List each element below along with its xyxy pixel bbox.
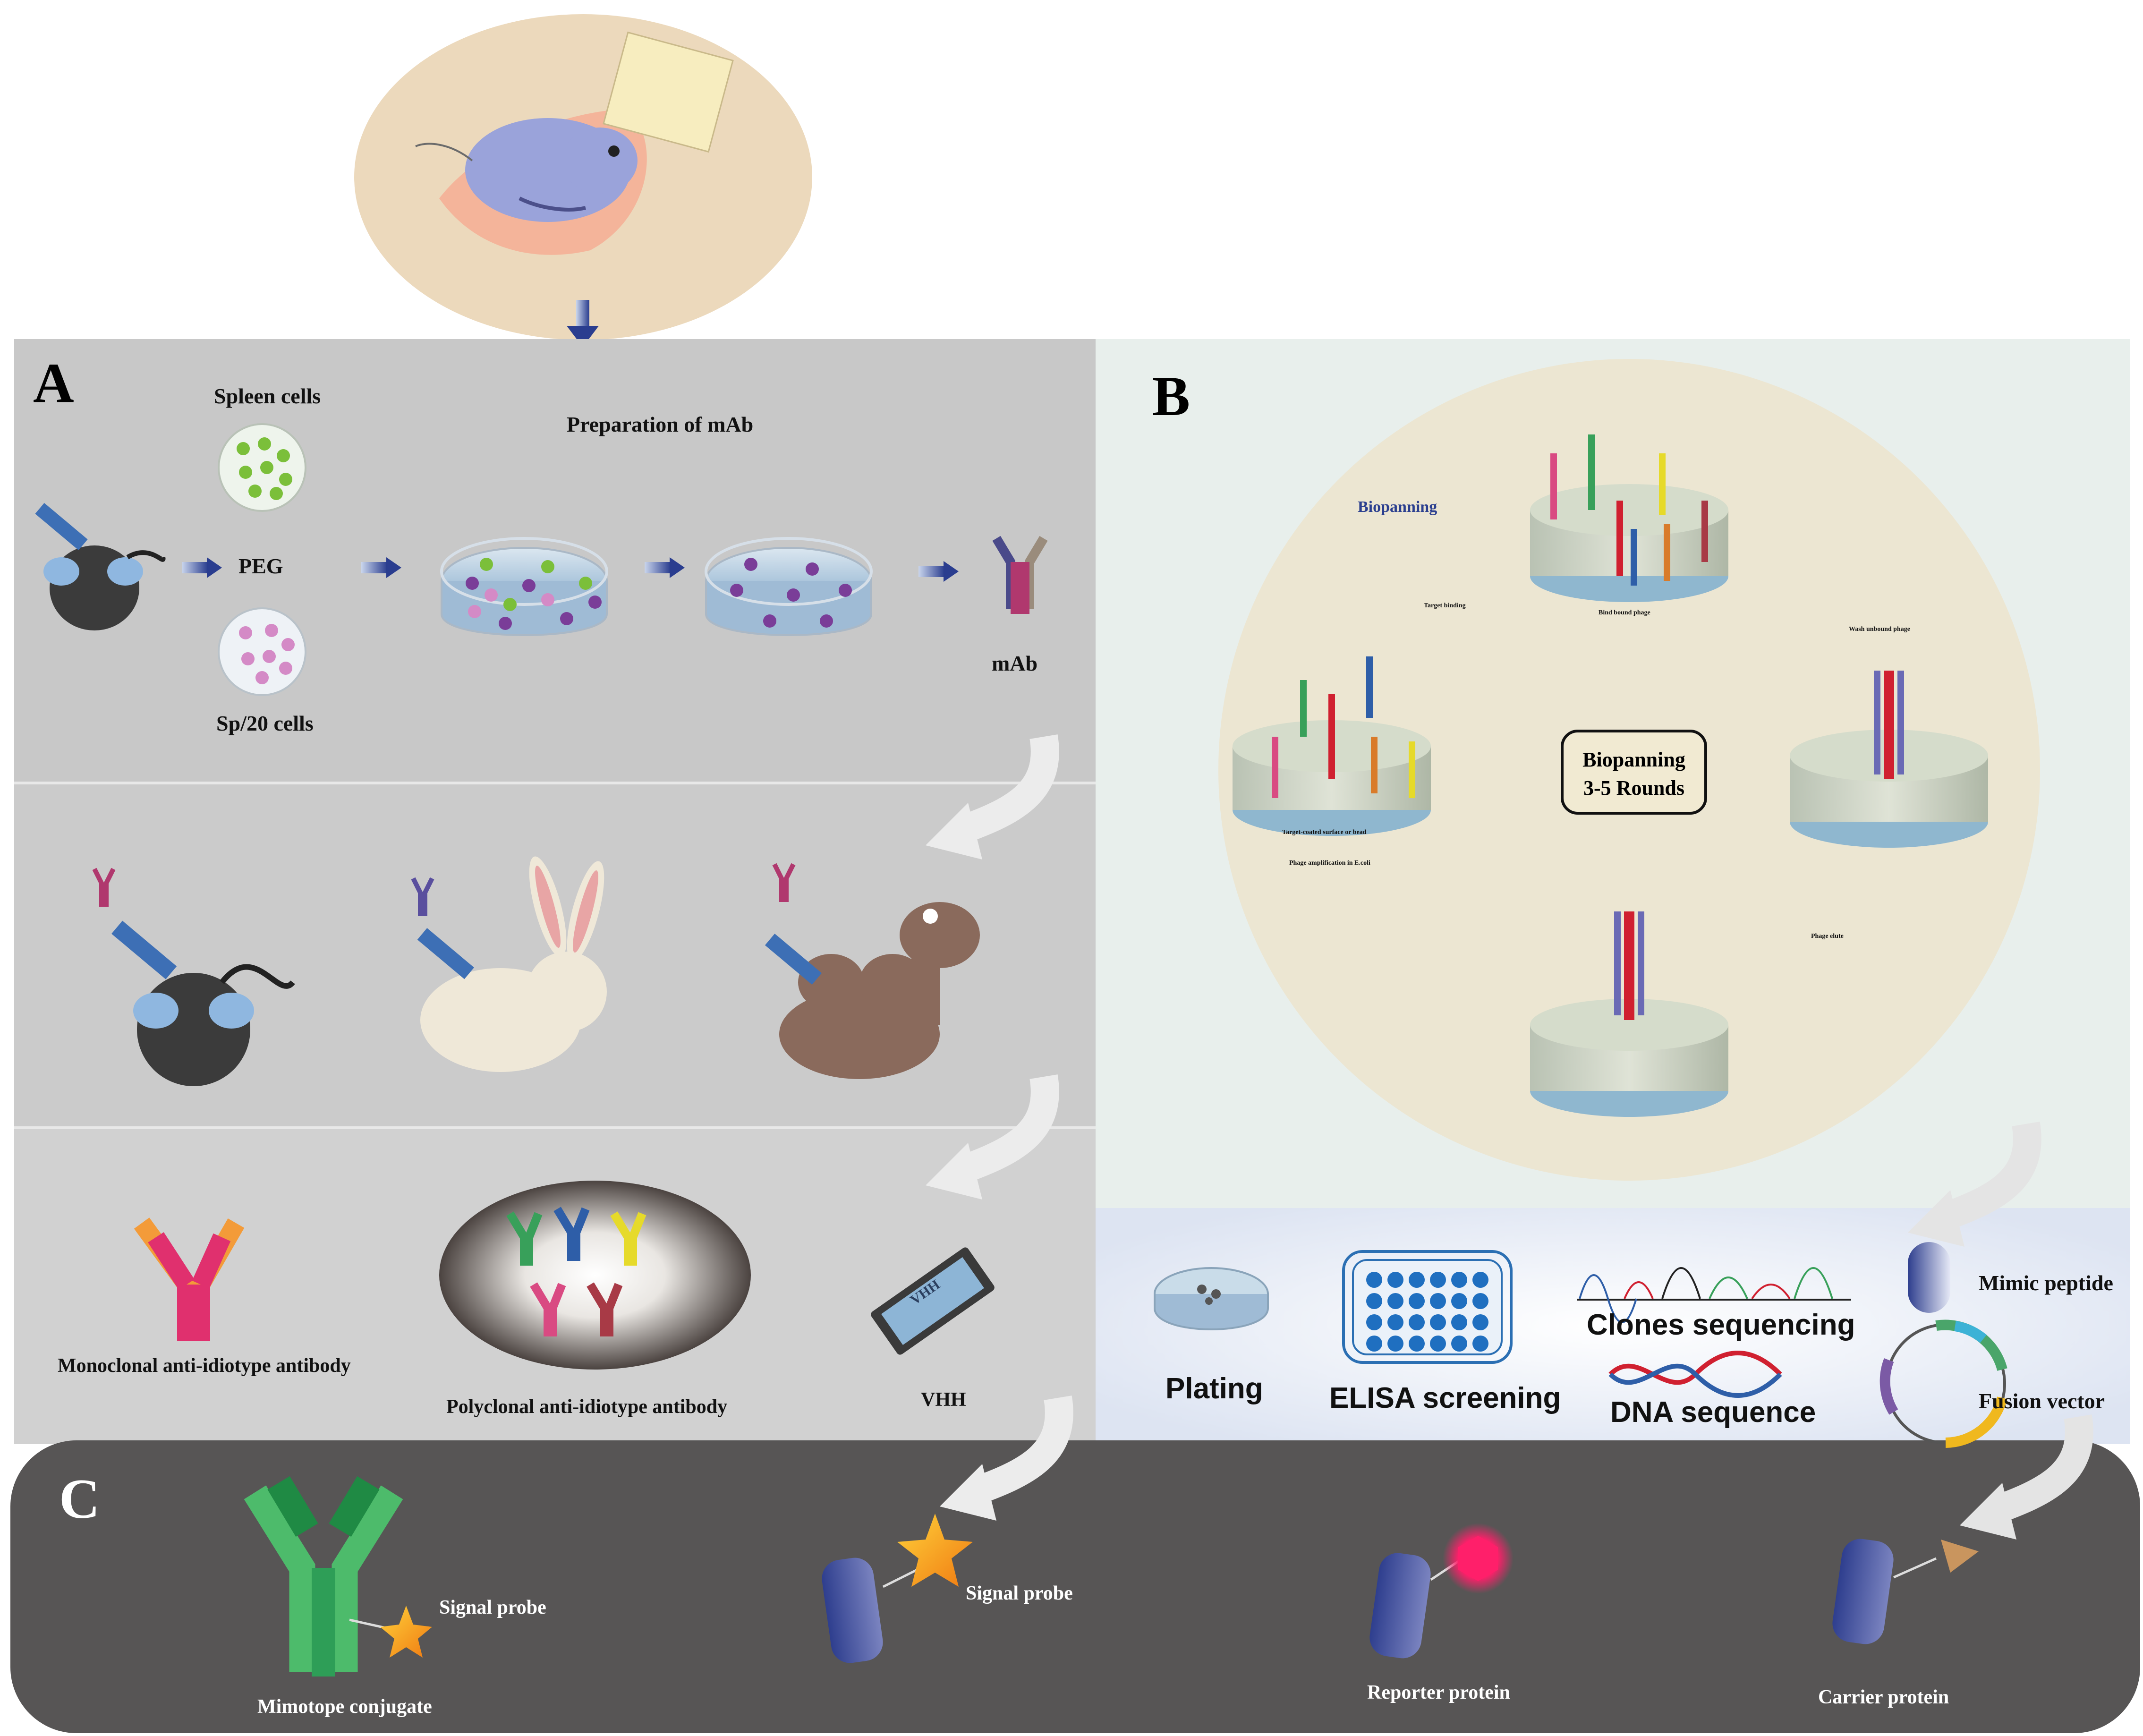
vhh-label: VHH: [921, 1389, 966, 1411]
peptide-pill-1: [822, 1557, 922, 1663]
reporter-label: Reporter protein: [1367, 1682, 1510, 1703]
fusion-vector-label: Fusion vector: [1979, 1389, 2105, 1413]
sequencing-chromatogram-icon: [1577, 1267, 1851, 1323]
panel-c-letter: C: [59, 1467, 100, 1530]
rounds-line-1: Biopanning: [1582, 748, 1685, 771]
mouse-with-syringe-2: [111, 920, 295, 1086]
elisa-label: ELISA screening: [1329, 1382, 1561, 1414]
blue-arrow-4: [918, 561, 959, 582]
plating-label: Plating: [1165, 1372, 1263, 1405]
clones-label: Clones sequencing: [1587, 1309, 1855, 1341]
bind-bound-label: Bind bound phage: [1599, 609, 1650, 616]
signal-probe-star-2: [897, 1514, 973, 1587]
phage-elute-label: Phage elute: [1811, 933, 1844, 940]
mimic-peptide-pill: [1908, 1242, 1950, 1313]
blue-arrow-2: [361, 557, 401, 578]
plating-dish-icon: [1154, 1267, 1269, 1330]
panel-b-letter: B: [1152, 365, 1191, 427]
target-coated-label: Target-coated surface or bead: [1282, 829, 1367, 836]
top-immunization-illustration: [354, 14, 812, 340]
phage-amplification-label: Phage amplification in E.coli: [1289, 859, 1370, 867]
elisa-plate-icon: [1342, 1250, 1513, 1364]
peptide-pill-3: [1832, 1539, 1937, 1644]
phage-cylinder-bottom: [1530, 911, 1728, 1117]
small-antibody-2: [411, 877, 434, 916]
fusion-vector-plasmid: [1879, 1319, 2007, 1448]
wash-unbound-label: Wash unbound phage: [1849, 626, 1910, 633]
small-antibody-3: [772, 863, 796, 902]
sp20-cells-label: Sp/20 cells: [216, 711, 314, 735]
carrier-label: Carrier protein: [1818, 1686, 1949, 1708]
mimic-peptide-label: Mimic peptide: [1979, 1271, 2113, 1295]
monoclonal-antibody-icon: [134, 1217, 245, 1341]
top-down-arrow: [567, 300, 599, 347]
grey-curved-arrow-2: [926, 1074, 1059, 1200]
rabbit-illustration: [417, 856, 607, 1072]
panel-c-background: [10, 1440, 2140, 1733]
dna-label: DNA sequence: [1610, 1396, 1816, 1429]
peg-label: PEG: [238, 554, 283, 578]
grey-curved-arrow-3: [940, 1396, 1073, 1521]
grey-curved-arrow-5: [1960, 1414, 2093, 1540]
mouse-with-syringe-1: [35, 502, 166, 630]
dna-helix-icon: [1608, 1351, 1782, 1398]
polyclonal-antibody-oval: [439, 1181, 751, 1370]
carrier-protein-triangle: [1941, 1540, 1979, 1573]
mab-antibody-icon: [992, 536, 1048, 614]
grey-curved-arrow-1: [926, 734, 1059, 859]
polyclonal-label: Polyclonal anti-idiotype antibody: [446, 1396, 728, 1418]
grey-curved-arrow-4: [1908, 1122, 2041, 1247]
phage-cylinder-left: [1233, 656, 1431, 836]
monoclonal-label: Monoclonal anti-idiotype antibody: [58, 1355, 351, 1377]
reporter-protein-hexagon: [1443, 1523, 1514, 1594]
signal-probe-2-label: Signal probe: [966, 1583, 1073, 1604]
culture-dish-1: [440, 537, 608, 636]
biopanning-rounds-box: Biopanning 3-5 Rounds: [1561, 730, 1707, 815]
small-antibody-1: [92, 868, 116, 907]
signal-probe-star-1: [380, 1606, 432, 1658]
phage-cylinder-right: [1790, 671, 1988, 848]
blue-arrow-3: [645, 557, 685, 578]
camel-illustration: [765, 902, 980, 1079]
blue-arrow-1: [182, 557, 222, 578]
biopanning-title: Biopanning: [1358, 498, 1437, 516]
preparation-label: Preparation of mAb: [567, 412, 754, 436]
panel-a-letter: A: [33, 351, 74, 414]
mimotope-label: Mimotope conjugate: [257, 1696, 432, 1718]
phage-cylinder-top: [1530, 434, 1728, 602]
culture-dish-2: [705, 537, 873, 636]
rounds-line-2: 3-5 Rounds: [1583, 776, 1684, 800]
mimotope-conjugate-antibody: [244, 1476, 403, 1676]
target-binding-label: Target binding: [1424, 602, 1466, 609]
sp20-cells-dish: [218, 607, 306, 696]
vhh-chip: [871, 1247, 995, 1355]
spleen-cells-dish: [218, 423, 306, 512]
mab-label: mAb: [992, 651, 1038, 675]
spleen-cells-label: Spleen cells: [214, 384, 321, 408]
signal-probe-1-label: Signal probe: [439, 1597, 546, 1618]
